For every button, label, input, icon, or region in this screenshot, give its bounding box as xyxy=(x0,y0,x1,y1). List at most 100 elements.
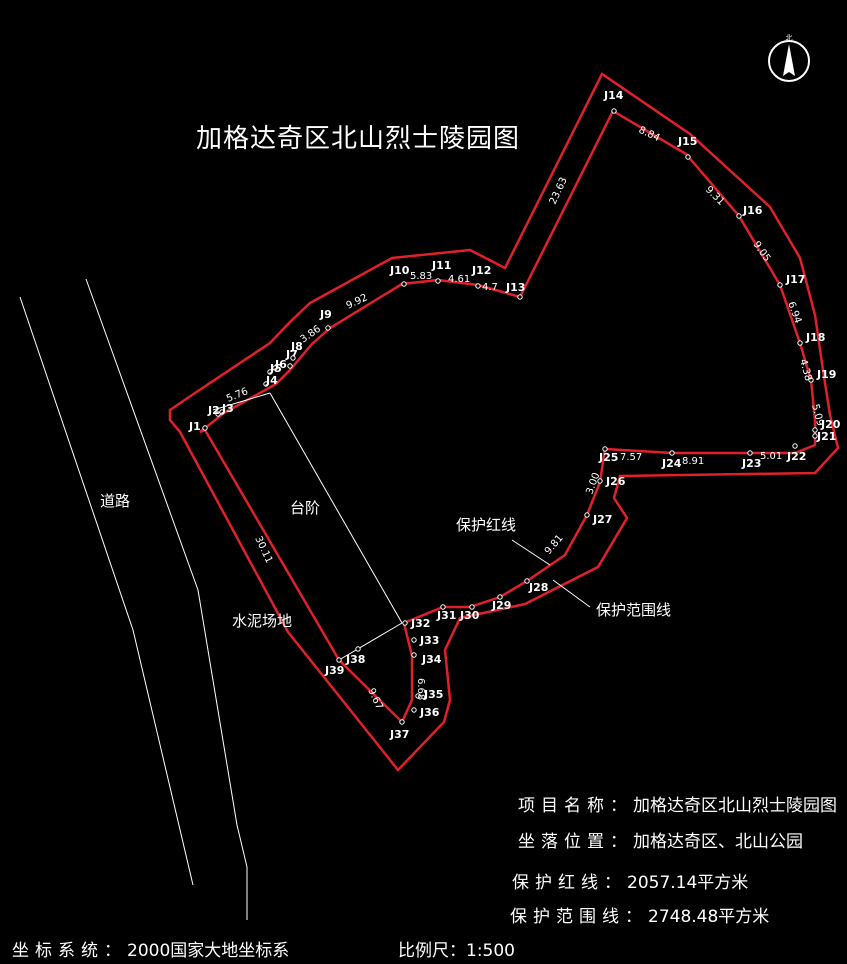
survey-point-j38: J38 xyxy=(345,646,365,666)
survey-point-label: J34 xyxy=(421,653,442,666)
survey-point-marker xyxy=(263,381,269,387)
survey-point-marker xyxy=(267,369,273,375)
location-label: 坐落位置： xyxy=(518,832,633,852)
survey-point-label: J16 xyxy=(742,204,763,217)
segment-length-label: 8.91 xyxy=(682,456,704,467)
survey-point-label: J29 xyxy=(491,599,511,612)
segment-length-label: 7.57 xyxy=(620,452,642,463)
survey-point-marker xyxy=(401,281,407,287)
survey-point-label: J17 xyxy=(785,273,805,286)
segment-length-label: 9.81 xyxy=(543,533,566,557)
survey-point-marker xyxy=(685,154,691,160)
survey-point-label: J1 xyxy=(188,420,201,433)
survey-point-label: J11 xyxy=(431,259,451,272)
survey-point-j33: J33 xyxy=(411,634,439,647)
survey-point-label: J21 xyxy=(816,430,836,443)
segment-length-label: 9.31 xyxy=(703,184,727,208)
survey-point-j22: J22 xyxy=(786,443,806,463)
survey-point-marker xyxy=(736,213,742,219)
survey-point-j16: J16 xyxy=(736,204,763,219)
survey-point-j21: J21 xyxy=(812,430,836,443)
survey-point-j12: J12 xyxy=(471,264,491,289)
survey-point-marker xyxy=(411,707,417,713)
segment-length-label: 4.38 xyxy=(797,358,813,382)
survey-point-j19: J19 xyxy=(808,368,836,383)
survey-point-j11: J11 xyxy=(431,259,451,284)
survey-point-j39: J39 xyxy=(324,657,344,677)
survey-point-label: J23 xyxy=(741,457,761,470)
survey-point-marker xyxy=(517,294,523,300)
survey-point-marker xyxy=(584,512,590,518)
survey-point-label: J35 xyxy=(423,688,443,701)
survey-point-label: J3 xyxy=(221,402,234,415)
scale-value: 1:500 xyxy=(466,941,515,961)
protection-range-boundary xyxy=(168,72,840,772)
survey-point-label: J19 xyxy=(816,368,836,381)
survey-point-j29: J29 xyxy=(491,594,511,612)
segment-length-label: 9.92 xyxy=(345,292,370,311)
range-line-area-value: 2748.48平方米 xyxy=(648,907,770,927)
survey-point-label: J37 xyxy=(389,728,409,741)
road-label: 道路 xyxy=(100,492,131,510)
protection-red-boundary xyxy=(199,109,817,725)
survey-point-j30: J30 xyxy=(459,604,480,622)
range-line-label: 保护范围线 xyxy=(596,601,672,619)
location-row: 坐落位置：加格达奇区、北山公园 xyxy=(518,827,803,852)
survey-point-label: J13 xyxy=(505,281,525,294)
survey-point-j1: J1 xyxy=(188,420,208,433)
survey-point-label: J30 xyxy=(459,609,480,622)
scale-label: 比例尺： xyxy=(398,941,466,961)
survey-point-marker xyxy=(411,652,417,658)
survey-point-label: J27 xyxy=(592,513,612,526)
survey-point-label: J6 xyxy=(274,358,287,371)
north-arrow-icon: 北 xyxy=(768,34,810,82)
survey-point-j2: J2 xyxy=(207,404,221,417)
segment-length-label: 8.84 xyxy=(637,125,662,144)
survey-point-j10: J10 xyxy=(389,264,410,287)
red-line-area-row: 保护红线：2057.14平方米 xyxy=(512,868,748,893)
survey-point-marker xyxy=(602,446,608,452)
survey-point-j31: J31 xyxy=(436,604,456,622)
survey-point-label: J31 xyxy=(436,609,456,622)
survey-point-label: J28 xyxy=(528,581,548,594)
survey-point-marker xyxy=(792,443,798,449)
survey-point-j35: J35 xyxy=(415,688,443,701)
survey-point-label: J12 xyxy=(471,264,491,277)
segment-length-label: 6.94 xyxy=(785,300,803,325)
steps-edge-line xyxy=(269,392,403,624)
survey-point-marker xyxy=(469,604,475,610)
red-line-label: 保护红线 xyxy=(456,516,517,534)
survey-point-marker xyxy=(597,478,603,484)
survey-point-marker xyxy=(669,450,675,456)
survey-point-j15: J15 xyxy=(677,135,697,160)
survey-point-j18: J18 xyxy=(797,331,825,346)
survey-point-marker xyxy=(402,620,408,626)
coordinate-system-label: 坐标系统： xyxy=(12,941,127,961)
survey-point-label: J24 xyxy=(661,457,682,470)
range-line-leader xyxy=(552,579,591,608)
segment-length-label: 5.01 xyxy=(760,451,782,462)
segment-length-label: 5.83 xyxy=(410,271,432,282)
survey-point-marker xyxy=(272,365,278,371)
survey-point-marker xyxy=(797,340,803,346)
survey-point-marker xyxy=(777,282,783,288)
coordinate-system-row: 坐标系统：2000国家大地坐标系 xyxy=(12,936,289,961)
survey-point-label: J39 xyxy=(324,664,344,677)
cement-label: 水泥场地 xyxy=(232,612,293,630)
survey-point-marker xyxy=(497,594,503,600)
location-value: 加格达奇区、北山公园 xyxy=(633,832,803,852)
survey-point-j4: J4 xyxy=(263,374,278,387)
survey-point-label: J38 xyxy=(345,653,365,666)
survey-point-label: J33 xyxy=(419,634,439,647)
survey-point-j6: J6 xyxy=(272,358,287,371)
coordinate-system-value: 2000国家大地坐标系 xyxy=(127,941,290,961)
red-line-leader xyxy=(511,539,551,566)
survey-point-marker xyxy=(325,325,331,331)
survey-point-j3: J3 xyxy=(219,402,234,415)
survey-point-marker xyxy=(411,637,417,643)
survey-point-marker xyxy=(287,363,293,369)
survey-point-j13: J13 xyxy=(505,281,525,300)
survey-point-j32: J32 xyxy=(402,617,430,630)
segment-length-label: 4.61 xyxy=(448,274,470,285)
